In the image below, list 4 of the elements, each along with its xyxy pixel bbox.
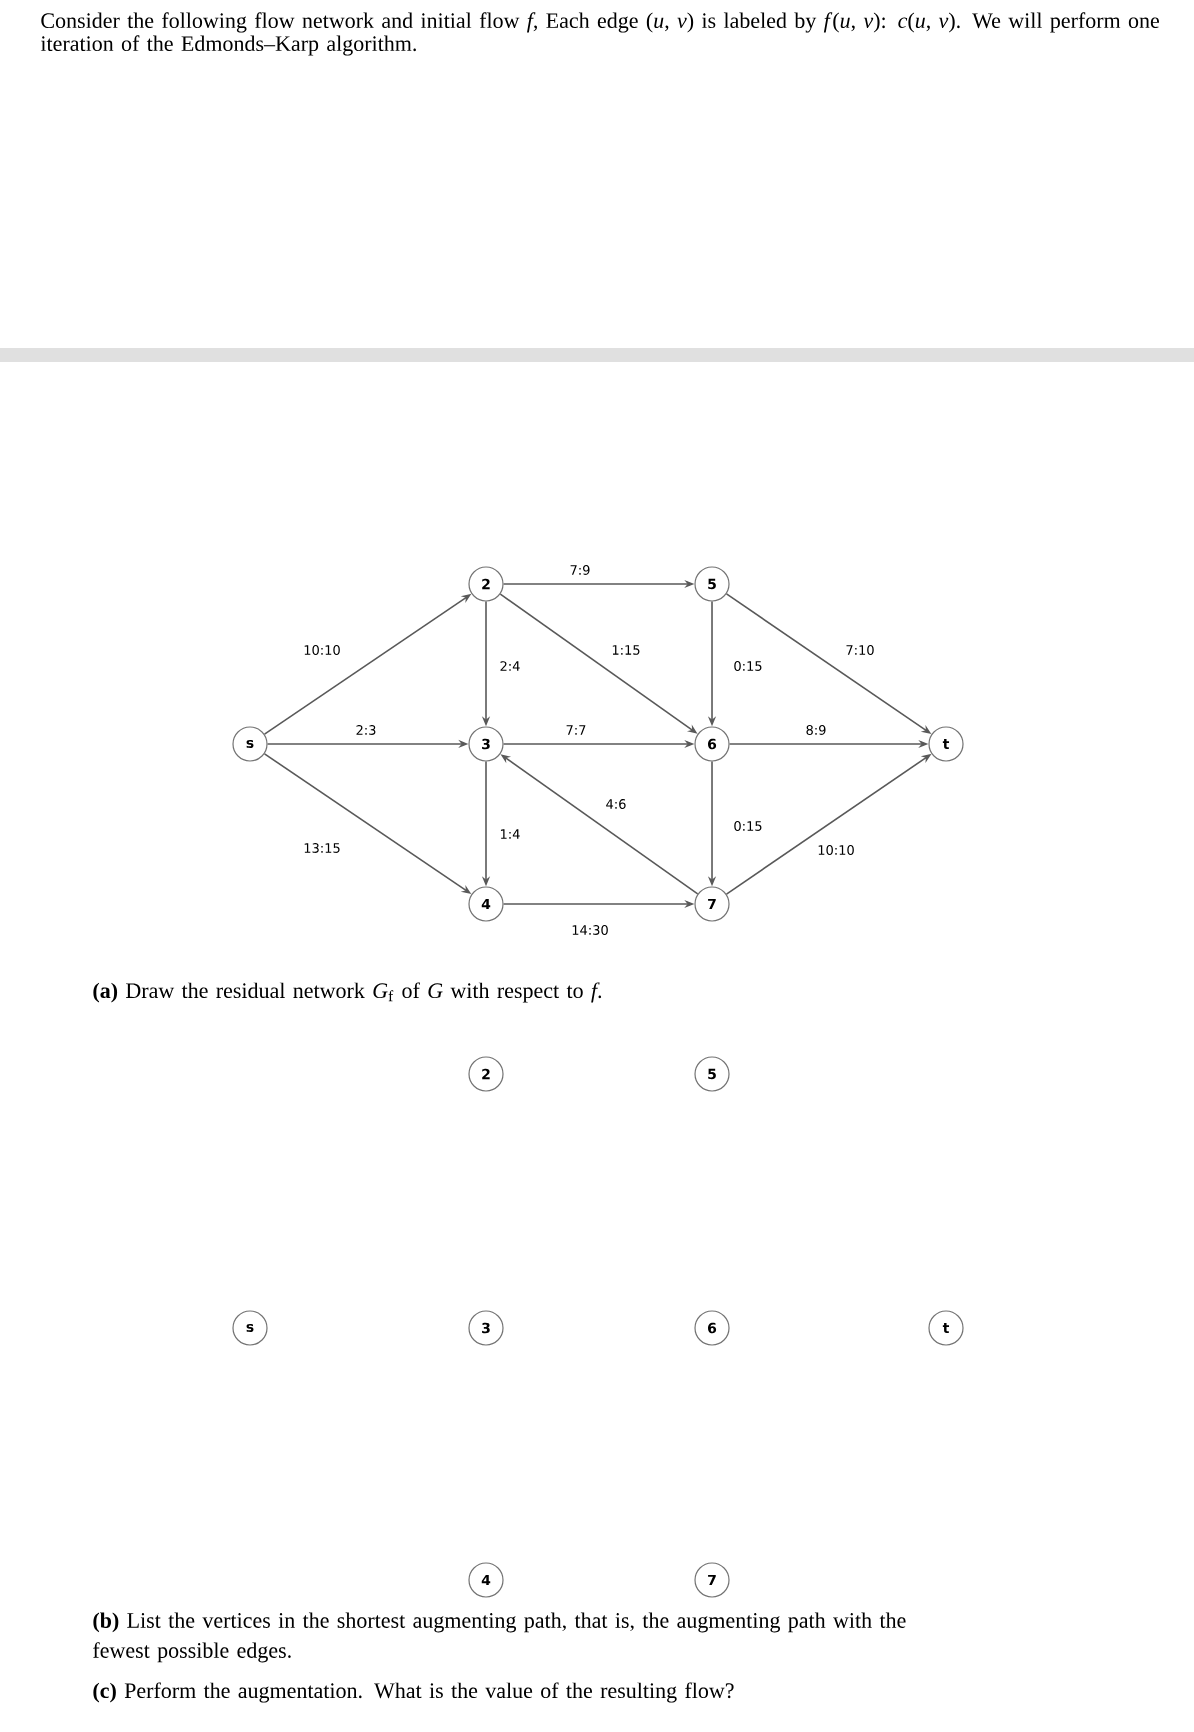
- question-text: (b) List the vertices in the shortest augmenting path, that is, the augmenting path with the fewest possible edges.: [93, 1612, 906, 1663]
- question-text: (a) Draw the residual network G$_{f}$ of G with respect to f.: [93, 982, 602, 1003]
- question-text: (c) Perform the augmentation. What is the value of the resulting flow?: [93, 1682, 734, 1703]
- question-text: Consider the following flow network and initial flow f, Each edge (u, v) is labeled by f(u, v): c(u, v). We will perform one iteration of the Edmonds–Karp algorithm.: [40, 12, 1159, 56]
